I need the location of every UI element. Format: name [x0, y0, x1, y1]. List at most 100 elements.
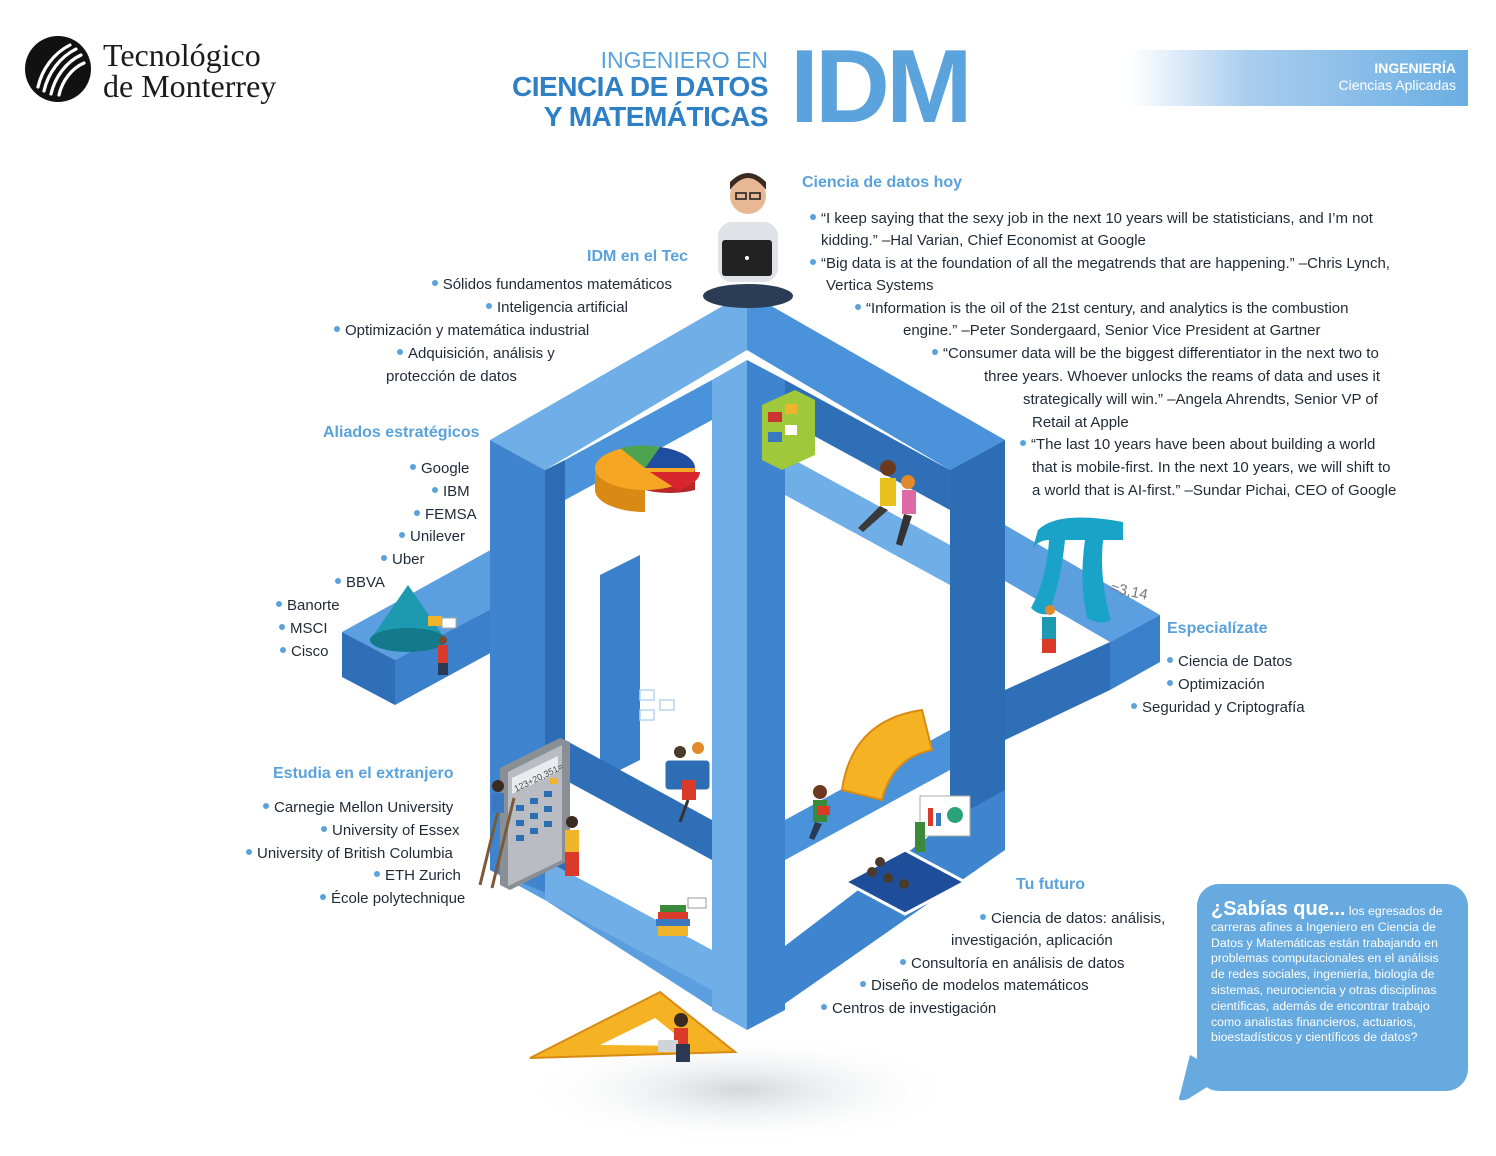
section-title-aliados: Aliados estratégicos: [323, 424, 480, 441]
did-you-know-line: carreras afines a Ingeniero en Ciencia d…: [1211, 919, 1436, 934]
bullet-icon: [431, 280, 438, 287]
quote-line: “I keep saying that the sexy job in the …: [810, 208, 1373, 231]
did-you-know-line: de redes sociales, ingeniería, biología …: [1211, 967, 1435, 982]
bullet-icon: [276, 601, 282, 608]
quote-line: “Consumer data will be the biggest diffe…: [932, 343, 1379, 366]
did-you-know-bubble: ¿Sabías que... los egresados de carreras…: [1197, 884, 1468, 1091]
logo-line-1: Tecnológico: [103, 37, 261, 73]
pi-symbol-icon: ≈3,14: [1031, 517, 1149, 653]
bullet-icon: [900, 959, 906, 966]
bullet-icon: [334, 326, 340, 333]
list-item: Optimización: [1167, 673, 1265, 696]
floor-shadow: [520, 1035, 960, 1145]
protractor-icon: [840, 708, 934, 802]
left-arm-front: [342, 632, 395, 705]
list-item: Cisco: [280, 640, 329, 663]
bullet-icon: [279, 624, 285, 631]
list-item: Sólidos fundamentos matemáticos: [431, 273, 672, 296]
person-laptop-icon: [703, 173, 793, 308]
frame-right-outer: [950, 440, 1005, 880]
program-title: INGENIERO EN CIENCIA DE DATOS Y MATEMÁTI…: [500, 48, 768, 132]
bullet-icon: [246, 849, 252, 856]
list-item: Ciencia de Datos: [1167, 650, 1292, 673]
reading-person-icon: [809, 785, 830, 840]
list-item: University of British Columbia: [246, 842, 453, 865]
list-item: Adquisición, análisis y: [397, 342, 555, 365]
screen-icons: [639, 689, 675, 721]
list-item: MSCI: [279, 617, 328, 640]
subcategory-label: Ciencias Aplicadas: [1338, 77, 1456, 93]
did-you-know-line: Datos y Matemáticas están trabajando en: [1211, 935, 1438, 950]
quote-line: “Big data is at the foundation of all th…: [810, 253, 1390, 276]
did-you-know-text: ¿Sabías que... los egresados de: [1211, 898, 1443, 920]
did-you-know-lead: ¿Sabías que...: [1211, 898, 1346, 920]
bookshelf-icon: [762, 390, 815, 470]
quote-line: kidding.” –Hal Varian, Chief Economist a…: [821, 232, 1146, 249]
did-you-know-line: sistemas, neurociencia y otras disciplin…: [1211, 982, 1437, 997]
list-item-continuation: protección de datos: [386, 368, 517, 385]
students-desk-icon: [664, 742, 711, 823]
quote-line: that is mobile-first. In the next 10 yea…: [1032, 459, 1391, 476]
list-item: Unilever: [399, 525, 465, 548]
bullet-icon: [486, 303, 492, 310]
list-item: Consultoría en análisis de datos: [900, 952, 1124, 975]
bullet-icon: [1167, 680, 1173, 687]
bullet-icon: [821, 1004, 827, 1011]
list-item: Optimización y matemática industrial: [334, 319, 589, 342]
category-label: INGENIERÍA: [1374, 60, 1456, 76]
section-title-hoy: Ciencia de datos hoy: [802, 174, 963, 191]
list-item: University of Essex: [321, 819, 460, 842]
did-you-know-line: problemas computacionales en el análisis: [1211, 951, 1439, 966]
list-item: Seguridad y Criptografía: [1131, 696, 1305, 719]
logo: Tecnológico de Monterrey: [24, 35, 304, 105]
frame-top-right: [747, 292, 1005, 470]
bullet-icon: [860, 981, 866, 988]
bullet-icon: [1131, 703, 1137, 710]
quote-line: strategically will win.” –Angela Ahrendt…: [1023, 391, 1378, 408]
inner-floor-left: [565, 740, 712, 860]
did-you-know-line: bioestadísticos y científicos de datos?: [1211, 1030, 1418, 1045]
list-item: Google: [410, 457, 469, 480]
center-column-right: [747, 360, 785, 1030]
quote-line: “The last 10 years have been about build…: [1020, 434, 1375, 457]
program-code: IDM: [790, 29, 973, 145]
quote-line: three years. Whoever unlocks the reams o…: [984, 368, 1381, 385]
quote-line: “Information is the oil of the 21st cent…: [855, 298, 1348, 321]
bullet-icon: [263, 803, 269, 810]
section-title-idm-tec: IDM en el Tec: [587, 248, 689, 265]
books-icon: [656, 897, 707, 936]
list-item: ETH Zurich: [374, 864, 461, 887]
program-title-line-2: CIENCIA DE DATOS: [512, 71, 768, 102]
bullet-icon: [432, 487, 438, 494]
bullet-icon: [321, 826, 327, 833]
inner-pillar: [600, 555, 640, 780]
did-you-know-line: científicas, además de encontrar trabajo: [1211, 998, 1430, 1013]
tec-seal-icon: [25, 36, 91, 102]
bullet-icon: [1167, 657, 1173, 664]
category-banner: INGENIERÍA Ciencias Aplicadas: [1130, 50, 1468, 106]
frame-top-left: [490, 292, 747, 470]
people-sitting-icon: [858, 460, 916, 546]
list-item: Diseño de modelos matemáticos: [860, 974, 1089, 997]
list-item: IBM: [432, 480, 470, 503]
pie-chart-icon: [595, 445, 700, 512]
bullet-icon: [1020, 440, 1026, 447]
list-item: Carnegie Mellon University: [263, 796, 453, 819]
center-column-left: [712, 360, 747, 1030]
bullet-icon: [381, 555, 387, 562]
inner-floor-bottom: [545, 860, 712, 990]
cone-icon: [370, 585, 457, 675]
program-title-line-1: INGENIERO EN: [600, 47, 768, 73]
list-item: École polytechnique: [320, 887, 465, 910]
list-item: Centros de investigación: [821, 997, 996, 1020]
list-item-continuation: investigación, aplicación: [951, 932, 1113, 949]
list-item: Ciencia de datos: análisis,: [980, 907, 1165, 930]
bullet-icon: [810, 214, 816, 221]
section-title-futuro: Tu futuro: [1016, 876, 1086, 893]
did-you-know-line: como analistas financieros, actuarios,: [1211, 1014, 1417, 1029]
program-title-line-3: Y MATEMÁTICAS: [543, 101, 769, 132]
bullet-icon: [399, 532, 405, 539]
calculator-icon: 123+20,351=: [478, 738, 579, 890]
quote-line: Retail at Apple: [1032, 414, 1129, 431]
